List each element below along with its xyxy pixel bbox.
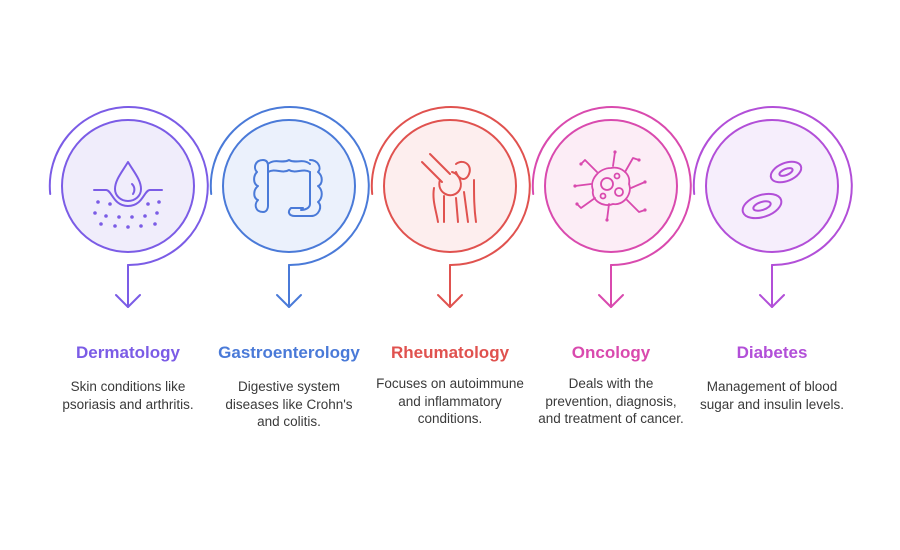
item-description-gastroenterology: Digestive system diseases like Crohn's a… — [225, 379, 353, 429]
item-title-dermatology: Dermatology — [76, 343, 180, 362]
blood-cells-icon — [741, 160, 803, 220]
item-title-diabetes: Diabetes — [736, 343, 808, 362]
arrow-down-icon — [276, 294, 302, 308]
inner-circle-diabetes — [705, 119, 839, 253]
step-oncology — [531, 106, 692, 308]
inner-circle-gastroenterology — [222, 119, 356, 253]
inner-circle-dermatology — [61, 119, 195, 253]
step-gastroenterology — [209, 106, 370, 308]
outer-ring-rheumatology — [370, 106, 531, 267]
outer-ring-gastroenterology — [209, 106, 370, 267]
inner-circle-rheumatology — [383, 119, 517, 253]
item-title-gastroenterology: Gastroenterology — [218, 343, 360, 362]
item-title-oncology: Oncology — [571, 343, 651, 362]
item-description-dermatology: Skin conditions like psoriasis and arthr… — [62, 379, 194, 412]
item-description-oncology: Deals with the prevention, diagnosis, an… — [538, 376, 684, 426]
arrow-down-icon — [759, 294, 785, 308]
item-description-rheumatology: Focuses on autoimmune and inflammatory c… — [376, 376, 524, 426]
outer-ring-oncology — [531, 106, 692, 267]
arrow-down-icon — [437, 294, 463, 308]
item-title-rheumatology: Rheumatology — [390, 343, 510, 362]
cancer-cell-icon — [573, 150, 647, 222]
step-diabetes — [692, 106, 853, 308]
skin-drop-icon — [93, 161, 163, 229]
intestine-icon — [253, 159, 323, 217]
item-description-diabetes: Management of blood sugar and insulin le… — [699, 379, 845, 412]
arrow-down-icon — [598, 294, 624, 308]
knee-joint-icon — [421, 153, 477, 223]
outer-ring-dermatology — [48, 106, 209, 267]
step-dermatology — [48, 106, 209, 308]
step-rheumatology — [370, 106, 531, 308]
outer-ring-diabetes — [692, 106, 853, 267]
arrow-down-icon — [115, 294, 141, 308]
inner-circle-oncology — [544, 119, 678, 253]
